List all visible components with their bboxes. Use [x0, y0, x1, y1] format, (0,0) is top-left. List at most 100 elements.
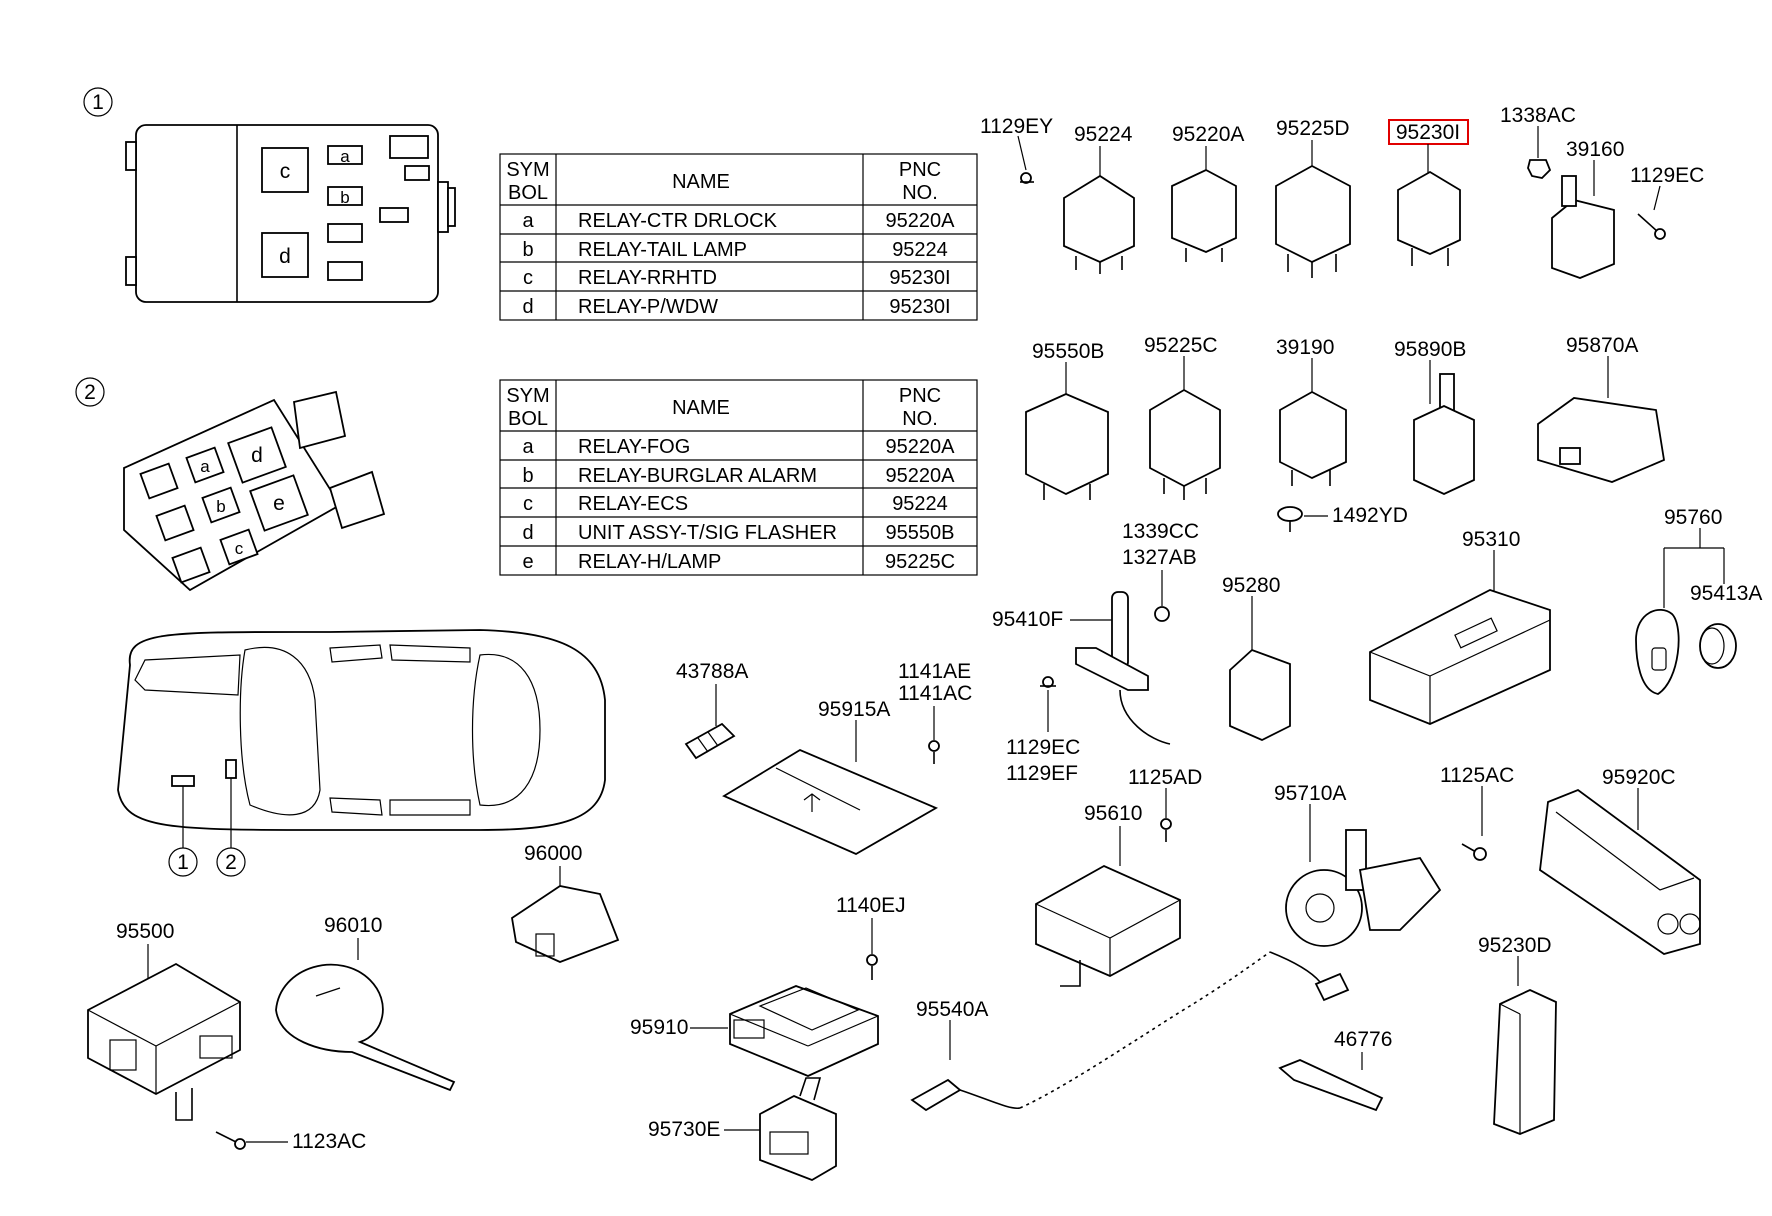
table-cell-pnc: 95220A	[886, 436, 956, 458]
fuse-slot-d-label: d	[279, 245, 291, 268]
part-1339CC-1327AB: 1339CC 1327AB	[1122, 520, 1199, 622]
table-cell-pnc: 95230I	[889, 296, 950, 318]
table-1-pnc-header-line1: PNC	[899, 159, 941, 181]
part-label: 95500	[116, 920, 174, 943]
table-cell-sym: b	[522, 465, 533, 487]
table-1-sym-header-line2: BOL	[508, 182, 548, 204]
part-1129EY: 1129EY	[980, 115, 1053, 184]
part-95225C: 95225C	[1144, 334, 1221, 500]
part-label: 1492YD	[1332, 504, 1408, 527]
part-39160: 39160	[1551, 138, 1624, 279]
part-label: 95760	[1664, 506, 1722, 529]
part-label: 95310	[1462, 528, 1520, 551]
fuse-slot-b-label: b	[216, 497, 225, 516]
car-marker-1-label: 1	[177, 851, 189, 874]
car-marker-2-label: 2	[225, 851, 237, 874]
table-cell-name: UNIT ASSY-T/SIG FLASHER	[578, 522, 837, 544]
part-label-1327AB: 1327AB	[1122, 546, 1197, 569]
table-2-sym-header-line2: BOL	[508, 408, 548, 430]
table-1-pnc-header-line2: NO.	[902, 182, 938, 204]
part-1129EC-top: 1129EC	[1630, 164, 1704, 240]
part-95920C: 95920C	[1539, 766, 1701, 955]
table-cell-sym: d	[522, 296, 533, 318]
fuse-slot-c-label: c	[280, 160, 291, 183]
fuse-slot-c	[261, 147, 309, 193]
car-location-outline: 1 2	[117, 629, 606, 877]
fuse-box-1: 1 c d a b	[83, 87, 456, 303]
table-2-pnc-header-line1: PNC	[899, 385, 941, 407]
part-label: 95230I	[1396, 121, 1460, 144]
part-label: 39190	[1276, 336, 1334, 359]
part-label: 95920C	[1602, 766, 1676, 789]
part-label: 1125AC	[1440, 764, 1514, 787]
part-label: 1140EJ	[836, 894, 906, 917]
part-label: 95610	[1084, 802, 1142, 825]
table-cell-name: RELAY-ECS	[578, 493, 688, 515]
table-cell-sym: a	[522, 436, 534, 458]
part-95910: 95910	[630, 985, 879, 1077]
fuse-slot-d	[227, 426, 287, 484]
part-label: 95550B	[1032, 340, 1104, 363]
part-95760: 95760	[1635, 506, 1725, 695]
part-95225D: 95225D	[1275, 117, 1351, 278]
fuse-slot-a	[185, 446, 225, 484]
table-cell-name: RELAY-TAIL LAMP	[578, 239, 747, 261]
part-95413A: 95413A	[1690, 582, 1762, 669]
part-95230I-highlighted: 95230I	[1388, 119, 1469, 266]
part-label: 95915A	[818, 698, 890, 721]
table-cell-pnc: 95224	[892, 493, 948, 515]
part-label: 39160	[1566, 138, 1624, 161]
part-95310: 95310	[1369, 528, 1551, 725]
fuse-slot-b-label: b	[340, 188, 349, 207]
part-label: 95220A	[1172, 123, 1244, 146]
part-label-1141AC: 1141AC	[898, 682, 972, 705]
part-label: 1123AC	[292, 1130, 366, 1153]
table-cell-sym: d	[522, 522, 533, 544]
table-cell-pnc: 95225C	[885, 551, 955, 573]
part-95870A: 95870A	[1537, 334, 1666, 483]
table-cell-pnc: 95220A	[886, 465, 956, 487]
table-cell-sym: b	[522, 239, 533, 261]
table-row: b RELAY-BURGLAR ALARM 95220A	[522, 465, 955, 487]
part-label: 96000	[524, 842, 582, 865]
part-43788A: 43788A	[676, 660, 748, 760]
part-95410F: 95410F	[992, 591, 1171, 745]
part-95610: 95610	[1035, 802, 1181, 987]
part-1129EC-1129EF: 1129EC 1129EF	[1006, 676, 1080, 785]
part-label: 95413A	[1690, 582, 1762, 605]
table-cell-name: RELAY-FOG	[578, 436, 690, 458]
fuse-slot-c	[219, 528, 259, 566]
part-label: 43788A	[676, 660, 748, 683]
fuse-box-2: 2 a d b e c	[75, 377, 386, 592]
table-row: d UNIT ASSY-T/SIG FLASHER 95550B	[522, 522, 954, 544]
table-cell-sym: c	[523, 267, 533, 289]
table-2-name-header: NAME	[672, 397, 730, 419]
part-95890B: 95890B	[1394, 338, 1475, 495]
fuse-slot-d	[261, 232, 309, 278]
part-label: 1125AD	[1128, 766, 1202, 789]
part-1492YD: 1492YD	[1277, 504, 1408, 532]
part-label: 95540A	[916, 998, 988, 1021]
fuse-slot-a-label: a	[340, 147, 350, 166]
part-95540A: 95540A	[910, 951, 1350, 1112]
part-39190: 39190	[1276, 336, 1347, 486]
fuse-slot-e-label: e	[273, 492, 285, 515]
table-cell-name: RELAY-RRHTD	[578, 267, 717, 289]
part-1141AE-1141AC: 1141AE 1141AC	[898, 660, 972, 764]
table-1-name-header: NAME	[672, 171, 730, 193]
table-cell-sym: e	[522, 551, 533, 573]
fuse-slot-e	[249, 474, 309, 532]
part-label: 95280	[1222, 574, 1280, 597]
part-label-1339CC: 1339CC	[1122, 520, 1199, 543]
fuse-slot-a	[327, 145, 363, 165]
table-row: b RELAY-TAIL LAMP 95224	[522, 239, 947, 261]
marker-1-label: 1	[92, 91, 104, 114]
part-label: 95410F	[992, 608, 1063, 631]
part-label: 95910	[630, 1016, 688, 1039]
part-95230D: 95230D	[1478, 934, 1557, 1135]
part-95500: 95500	[87, 920, 241, 1121]
part-95730E: 95730E	[648, 1077, 837, 1181]
table-1-sym-header-line1: SYM	[506, 159, 549, 181]
part-label: 95710A	[1274, 782, 1346, 805]
